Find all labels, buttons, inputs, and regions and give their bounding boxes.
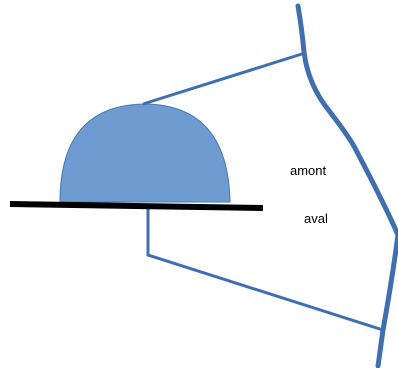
lower-connector-line [146,207,384,332]
downstream-label: aval [304,211,328,226]
baseline-bar [9,201,264,211]
upstream-label: amont [290,163,327,178]
curved-boundary [295,3,398,368]
dome-shape [59,103,231,203]
upper-connector-line [142,51,306,106]
